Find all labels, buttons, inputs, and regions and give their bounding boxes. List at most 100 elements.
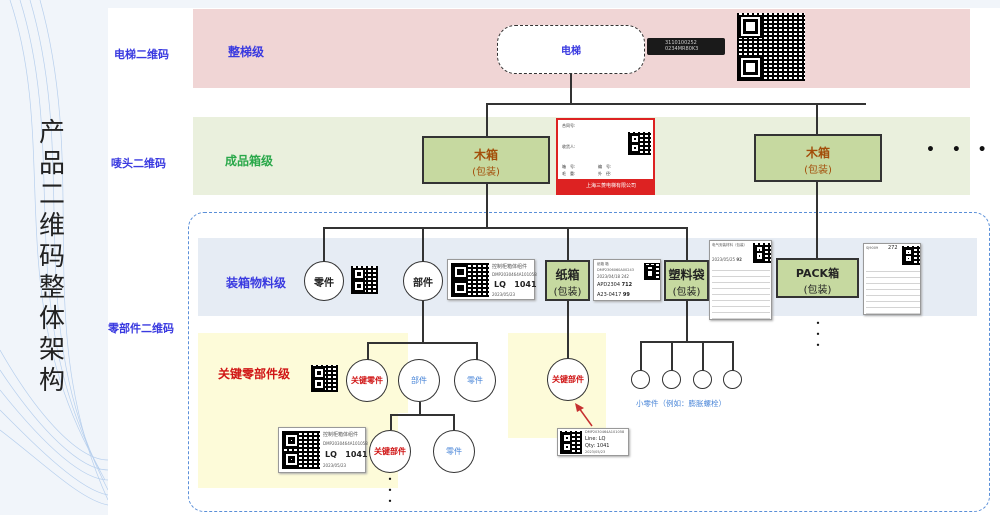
title-char: 码 (38, 242, 65, 272)
node-small-part[interactable] (723, 370, 742, 389)
pack-qr-code-icon (902, 246, 920, 265)
label-field: 外 径: (598, 171, 612, 176)
carton-qr-code-icon (644, 263, 660, 280)
node-carton[interactable]: 纸箱 (包装) (545, 260, 590, 301)
node-pack-box[interactable]: PACK箱 (包装) (776, 258, 859, 298)
key-component-qr-code-icon (282, 431, 320, 469)
band-label-elevator-level: 整梯级 (228, 45, 265, 59)
label-date: 2023/05/23 (323, 463, 347, 468)
title-char: 产 (38, 118, 65, 148)
node-small-part[interactable] (631, 370, 650, 389)
connector (422, 227, 424, 262)
node-sub-part-2[interactable]: 零件 (433, 430, 475, 473)
node-subtitle: (包装) (553, 287, 582, 298)
node-wooden-box-1[interactable]: 木箱 (包装) (422, 136, 550, 184)
band-label-finished-box-level: 成品箱级 (225, 154, 274, 168)
label-title: 控制柜箱体组件 (323, 432, 359, 438)
node-part[interactable]: 零件 (304, 261, 344, 301)
node-small-part[interactable] (693, 370, 712, 389)
label-qty: 1041 (514, 280, 537, 289)
label-code: DMP2030464A101058 (492, 272, 537, 277)
node-sub-part[interactable]: 零件 (454, 359, 496, 402)
label-code: DMP2030464A101058 (585, 430, 625, 434)
connector (390, 414, 392, 430)
label-count: 242 (621, 274, 629, 279)
label-title: SJ9009 (866, 246, 879, 250)
small-parts-caption: 小零件（例如：膨胀螺栓） (636, 399, 726, 408)
label-code: DMP2030464A101058 (323, 441, 368, 446)
more-key-components-ellipsis: ••• (387, 475, 393, 506)
connector (453, 414, 455, 430)
tag-line-2: 0234MR80K3 (665, 46, 699, 52)
component-qr-code-icon (451, 263, 489, 297)
shipping-mark-label: 合同号: 收货人: 箱 号: 编 号: 毛 重: 外 径: 上海三菱电梯有限公司 (556, 118, 655, 195)
label-title: 纸箱 箱 (597, 262, 609, 266)
key-component-2-qr-code-icon (560, 431, 582, 454)
label-date-count: 2023/05/25 92 (712, 257, 742, 262)
arrow-icon (575, 403, 593, 427)
label-val: 712 (621, 282, 633, 288)
label-date: 2023/05/25 (712, 257, 736, 262)
band-label-key-component-level: 关键零部件级 (218, 367, 291, 381)
connector (816, 182, 818, 258)
more-boxes-ellipsis: • • • (926, 142, 993, 158)
label-val: 99 (622, 292, 630, 298)
node-title: 木箱 (805, 146, 830, 160)
node-small-part[interactable] (662, 370, 681, 389)
tag-line-1: 3110100252 (665, 40, 697, 46)
component-label: 控制柜箱体组件 DMP2030464A101058 LQ 1041 2023/0… (447, 259, 537, 300)
node-title: 纸箱 (555, 268, 580, 282)
connector (323, 227, 687, 229)
connector (816, 103, 818, 137)
connector (671, 341, 673, 371)
node-subtitle: (包装) (804, 165, 832, 176)
node-sub-component[interactable]: 部件 (398, 359, 440, 402)
label-field: 编 号: (598, 164, 612, 169)
key-part-qr-code-icon (311, 365, 338, 392)
connector (732, 341, 734, 371)
connector (640, 341, 642, 371)
label-date: 2023/05/23 (492, 292, 516, 297)
connector (476, 342, 478, 360)
key-component-label-1: 控制柜箱体组件 DMP2030464A101058 LQ 1041 2023/0… (278, 427, 368, 473)
label-line: Line: LQ (585, 436, 606, 442)
label-field: 收货人: (562, 144, 576, 149)
shipping-qr-code-icon (628, 132, 651, 155)
title-char: 体 (38, 304, 65, 334)
label-row: A23-0417 99 (597, 292, 630, 298)
connector (486, 184, 488, 228)
connector (419, 402, 421, 415)
connector (686, 227, 688, 261)
label-date-count: 2023/04/18 242 (597, 274, 629, 279)
label-field: 合同号: (562, 123, 576, 128)
connector (323, 227, 325, 262)
label-date: 2023/05/23 (585, 450, 606, 454)
bag-qr-code-icon (753, 243, 771, 263)
title-char: 整 (38, 273, 65, 303)
connector (367, 342, 477, 344)
label-key: APD2304 (597, 282, 621, 288)
node-plastic-bag[interactable]: 塑料袋 (包装) (664, 260, 709, 301)
node-subtitle: (包装) (672, 287, 701, 298)
band-label-packing-material-level: 装箱物料级 (226, 276, 287, 290)
label-row: APD2304 712 (597, 282, 632, 288)
row-label-component-qr: 零部件二维码 (108, 322, 174, 335)
label-title: 电气安装材料（包装） (712, 243, 747, 247)
node-wooden-box-2[interactable]: 木箱 (包装) (754, 134, 882, 182)
connector (702, 341, 704, 371)
node-key-component-2[interactable]: 关键部件 (547, 358, 589, 401)
bag-label-table (712, 265, 770, 319)
connector (390, 414, 454, 416)
node-elevator[interactable]: 电梯 (497, 25, 645, 74)
node-key-component-1[interactable]: 关键部件 (369, 430, 411, 473)
elevator-qr-code-icon (737, 13, 805, 81)
elevator-metal-tag: 3110100252 0234MR80K3 (647, 38, 725, 55)
label-title: 控制柜箱体组件 (492, 264, 528, 270)
label-key: A23-0417 (597, 292, 622, 298)
node-key-part[interactable]: 关键零件 (346, 359, 388, 402)
node-component[interactable]: 部件 (403, 261, 443, 301)
label-date: 2023/04/18 (597, 274, 621, 279)
connector (486, 103, 866, 105)
part-qr-code-icon (351, 266, 378, 294)
